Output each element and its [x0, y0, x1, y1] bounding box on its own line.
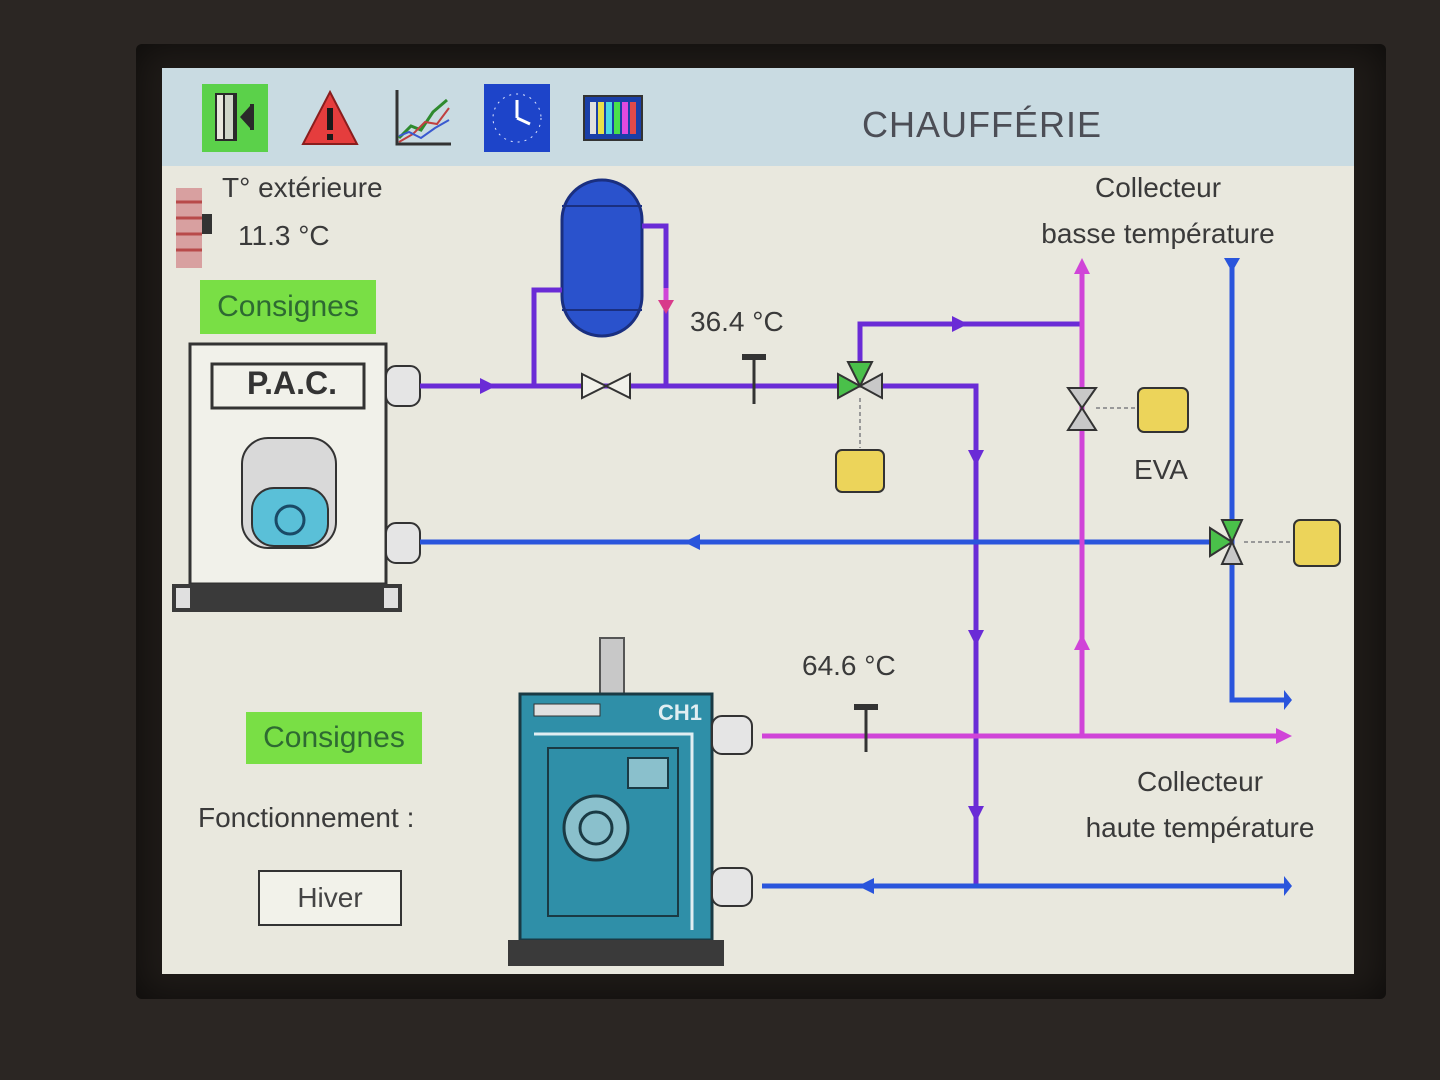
isolation-valve[interactable] — [581, 372, 631, 400]
high-temp-collector-title: Collecteur — [1136, 766, 1264, 797]
boiler-ch1[interactable] — [508, 637, 753, 966]
alarm-button[interactable] — [297, 82, 363, 154]
outdoor-temp-label: T° extérieure — [222, 172, 383, 203]
three-way-valve-return[interactable] — [1209, 519, 1341, 567]
hmi-screen: CHAUFFÉRIE — [162, 68, 1354, 974]
schedule-button[interactable] — [484, 82, 550, 154]
pac-flow-temp: 36.4 °C — [690, 306, 784, 337]
eva-valve[interactable] — [1066, 387, 1189, 433]
page-title: CHAUFFÉRIE — [862, 104, 1103, 145]
exit-door-button[interactable] — [202, 82, 268, 154]
outdoor-temp-value: 11.3 °C — [238, 220, 330, 251]
boiler-temp-probe — [854, 704, 878, 752]
low-temp-collector-subtitle: basse température — [1041, 218, 1275, 249]
operation-label: Fonctionnement : — [198, 802, 415, 833]
trend-chart-icon — [395, 90, 451, 146]
pac-label: P.A.C. — [246, 365, 338, 401]
heat-pump-unit[interactable] — [172, 342, 421, 612]
toolbar: CHAUFFÉRIE — [162, 68, 1354, 166]
boiler-label: CH1 — [658, 700, 703, 725]
color-bars-button[interactable] — [578, 82, 648, 154]
low-temp-collector-line — [762, 268, 1286, 739]
hydraulic-diagram — [172, 178, 1341, 966]
exit-door-icon — [202, 84, 268, 152]
trends-button[interactable] — [390, 82, 456, 154]
pac-temp-probe — [742, 354, 766, 404]
color-bars-icon — [583, 95, 643, 141]
boiler-flow-temp: 64.6 °C — [802, 650, 896, 681]
outdoor-sensor-icon — [176, 188, 212, 268]
boiler-setpoints-button[interactable]: Consignes — [246, 712, 422, 764]
alarm-warning-icon — [301, 89, 359, 145]
high-temp-collector-subtitle: haute température — [1085, 812, 1315, 843]
pac-return-line — [420, 264, 1290, 889]
eva-label: EVA — [1134, 454, 1188, 485]
operation-mode-button[interactable]: Hiver — [258, 870, 402, 926]
pac-setpoints-button[interactable]: Consignes — [200, 280, 376, 334]
three-way-valve-pac[interactable] — [835, 361, 885, 493]
buffer-tank — [560, 178, 644, 338]
low-temp-collector-title: Collecteur — [1094, 172, 1222, 203]
clock-schedule-icon — [484, 84, 550, 152]
